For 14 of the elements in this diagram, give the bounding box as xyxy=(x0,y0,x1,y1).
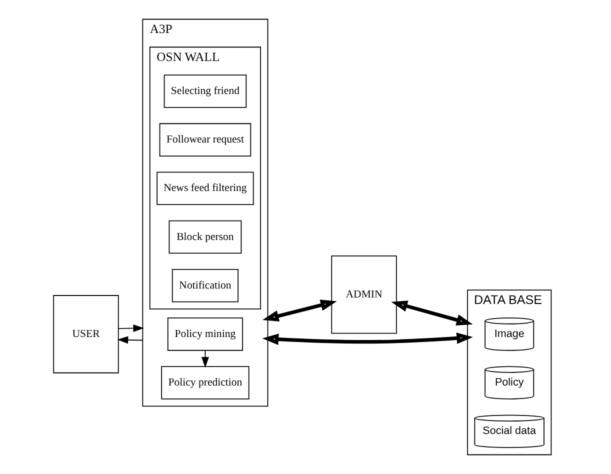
node-box: News feed filtering xyxy=(156,172,254,206)
node-box: USER xyxy=(52,295,118,374)
arrow xyxy=(118,324,144,332)
arrow xyxy=(262,300,336,322)
node-box: Selecting friend xyxy=(163,74,246,108)
node-box: Policy mining xyxy=(166,318,242,351)
node-box: Block person xyxy=(168,220,242,254)
node-box: Policy prediction xyxy=(160,366,249,400)
arrow xyxy=(262,332,472,345)
node-box: Followear request xyxy=(158,123,251,156)
arrow xyxy=(390,300,472,326)
node-box: ADMIN xyxy=(330,255,396,334)
node-box: Notification xyxy=(171,268,238,302)
arrow xyxy=(116,336,143,344)
